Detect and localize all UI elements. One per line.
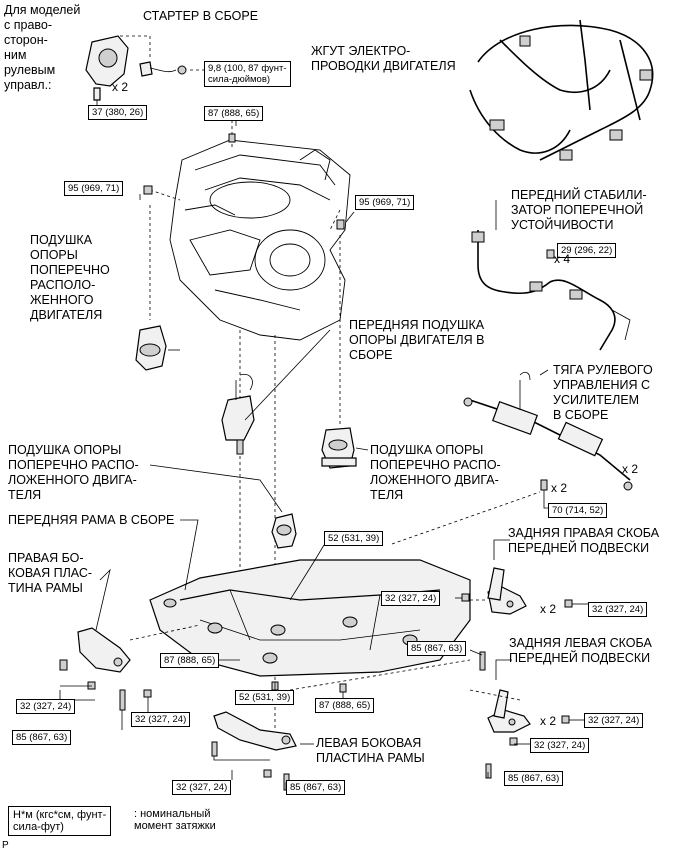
quantity-mark: x 2 (540, 602, 557, 616)
torque-box: 95 (969, 71) (355, 195, 415, 210)
rhd-models-note: Для моделей с право- сторон- ним рулевым… (4, 3, 81, 92)
torque-box: 52 (531, 39) (324, 531, 384, 546)
torque-box: 32 (327, 24) (131, 712, 191, 727)
quantity-mark: x 4 (554, 252, 571, 266)
torque-box: 9,8 (100, 87 фунт- сила-дюймов) (204, 61, 291, 87)
torque-box: 32 (327, 24) (530, 738, 590, 753)
transverse-mount-left-label: ПОДУШКА ОПОРЫ ПОПЕРЕЧНО РАСПОЛО- ЖЕННОГО… (30, 233, 110, 322)
bolts (59, 133, 573, 791)
torque-box: 95 (969, 71) (64, 181, 124, 196)
torque-box: 87 (888, 65) (204, 106, 264, 121)
steering-rack-label: ТЯГА РУЛЕВОГО УПРАВЛЕНИЯ С УСИЛИТЕЛЕМ В … (553, 363, 653, 422)
quantity-mark: x 2 (540, 714, 557, 728)
transverse-mount-right-image (321, 427, 357, 469)
legend-units-box: Н*м (кгс*см, фунт- сила-фут) (8, 806, 112, 836)
torque-box: 85 (867, 63) (407, 641, 467, 656)
rear-right-bracket-label: ЗАДНЯЯ ПРАВАЯ СКОБА ПЕРЕДНЕЙ ПОДВЕСКИ (508, 526, 660, 555)
torque-box: 32 (327, 24) (381, 591, 441, 606)
stabilizer-bar-image (471, 200, 631, 351)
engine-image (169, 139, 351, 341)
torque-box: 87 (888, 65) (315, 698, 375, 713)
front-engine-mount-image (221, 373, 255, 441)
torque-box: 32 (327, 24) (172, 780, 232, 795)
torque-box: 37 (380, 26) (88, 105, 148, 120)
quantity-mark: x 2 (551, 481, 568, 495)
torque-box: 85 (867, 63) (286, 780, 346, 795)
left-side-plate-label: ЛЕВАЯ БОКОВАЯ ПЛАСТИНА РАМЫ (316, 736, 425, 765)
starter-label: СТАРТЕР В СБОРЕ (143, 9, 259, 23)
steering-rack-image (463, 371, 633, 491)
starter-assembly-image (85, 35, 187, 101)
quantity-mark: x 2 (112, 80, 129, 94)
torque-box: 70 (714, 52) (548, 503, 608, 518)
torque-box: 32 (327, 24) (16, 699, 76, 714)
quantity-mark: x 2 (622, 462, 639, 476)
front-frame-label: ПЕРЕДНЯЯ РАМА В СБОРЕ (8, 513, 175, 527)
engine-wire-harness-image (469, 19, 654, 161)
transverse-mount-mid-label: ПОДУШКА ОПОРЫ ПОПЕРЕЧНО РАСПО- ЛОЖЕННОГО… (8, 443, 139, 502)
rear-right-bracket-image (487, 567, 527, 615)
right-side-plate-label: ПРАВАЯ БО- КОВАЯ ПЛАС- ТИНА РАМЫ (8, 551, 93, 595)
rear-left-bracket-label: ЗАДНЯЯ ЛЕВАЯ СКОБА ПЕРЕДНЕЙ ПОДВЕСКИ (509, 636, 652, 665)
rear-left-bracket-image (487, 689, 531, 733)
stabilizer-label: ПЕРЕДНИЙ СТАБИЛИ- ЗАТОР ПОПЕРЕЧНОЙ УСТОЙ… (511, 188, 647, 232)
torque-box: 52 (531, 39) (235, 690, 295, 705)
torque-box: 85 (867, 63) (12, 730, 72, 745)
transverse-mount-left-image (135, 325, 167, 371)
front-frame-image (149, 559, 471, 677)
transverse-mount-mid-image (271, 513, 297, 549)
transverse-mount-right-label: ПОДУШКА ОПОРЫ ПОПЕРЕЧНО РАСПО- ЛОЖЕННОГО… (370, 443, 501, 502)
right-side-plate-image (77, 627, 131, 673)
torque-box: 85 (867, 63) (504, 771, 564, 786)
torque-box: 32 (327, 24) (584, 713, 644, 728)
harness-label: ЖГУТ ЭЛЕКТРО- ПРОВОДКИ ДВИГАТЕЛЯ (311, 44, 456, 73)
torque-box: 32 (327, 24) (588, 602, 648, 617)
left-side-plate-image (213, 711, 297, 751)
torque-box: 87 (888, 65) (160, 653, 220, 668)
torque-box: 29 (296, 22) (557, 243, 617, 258)
front-mount-label: ПЕРЕДНЯЯ ПОДУШКА ОПОРЫ ДВИГАТЕЛЯ В СБОРЕ (349, 318, 485, 362)
corner-mark: P (2, 840, 9, 851)
legend-meaning: : номинальный момент затяжки (134, 808, 216, 832)
